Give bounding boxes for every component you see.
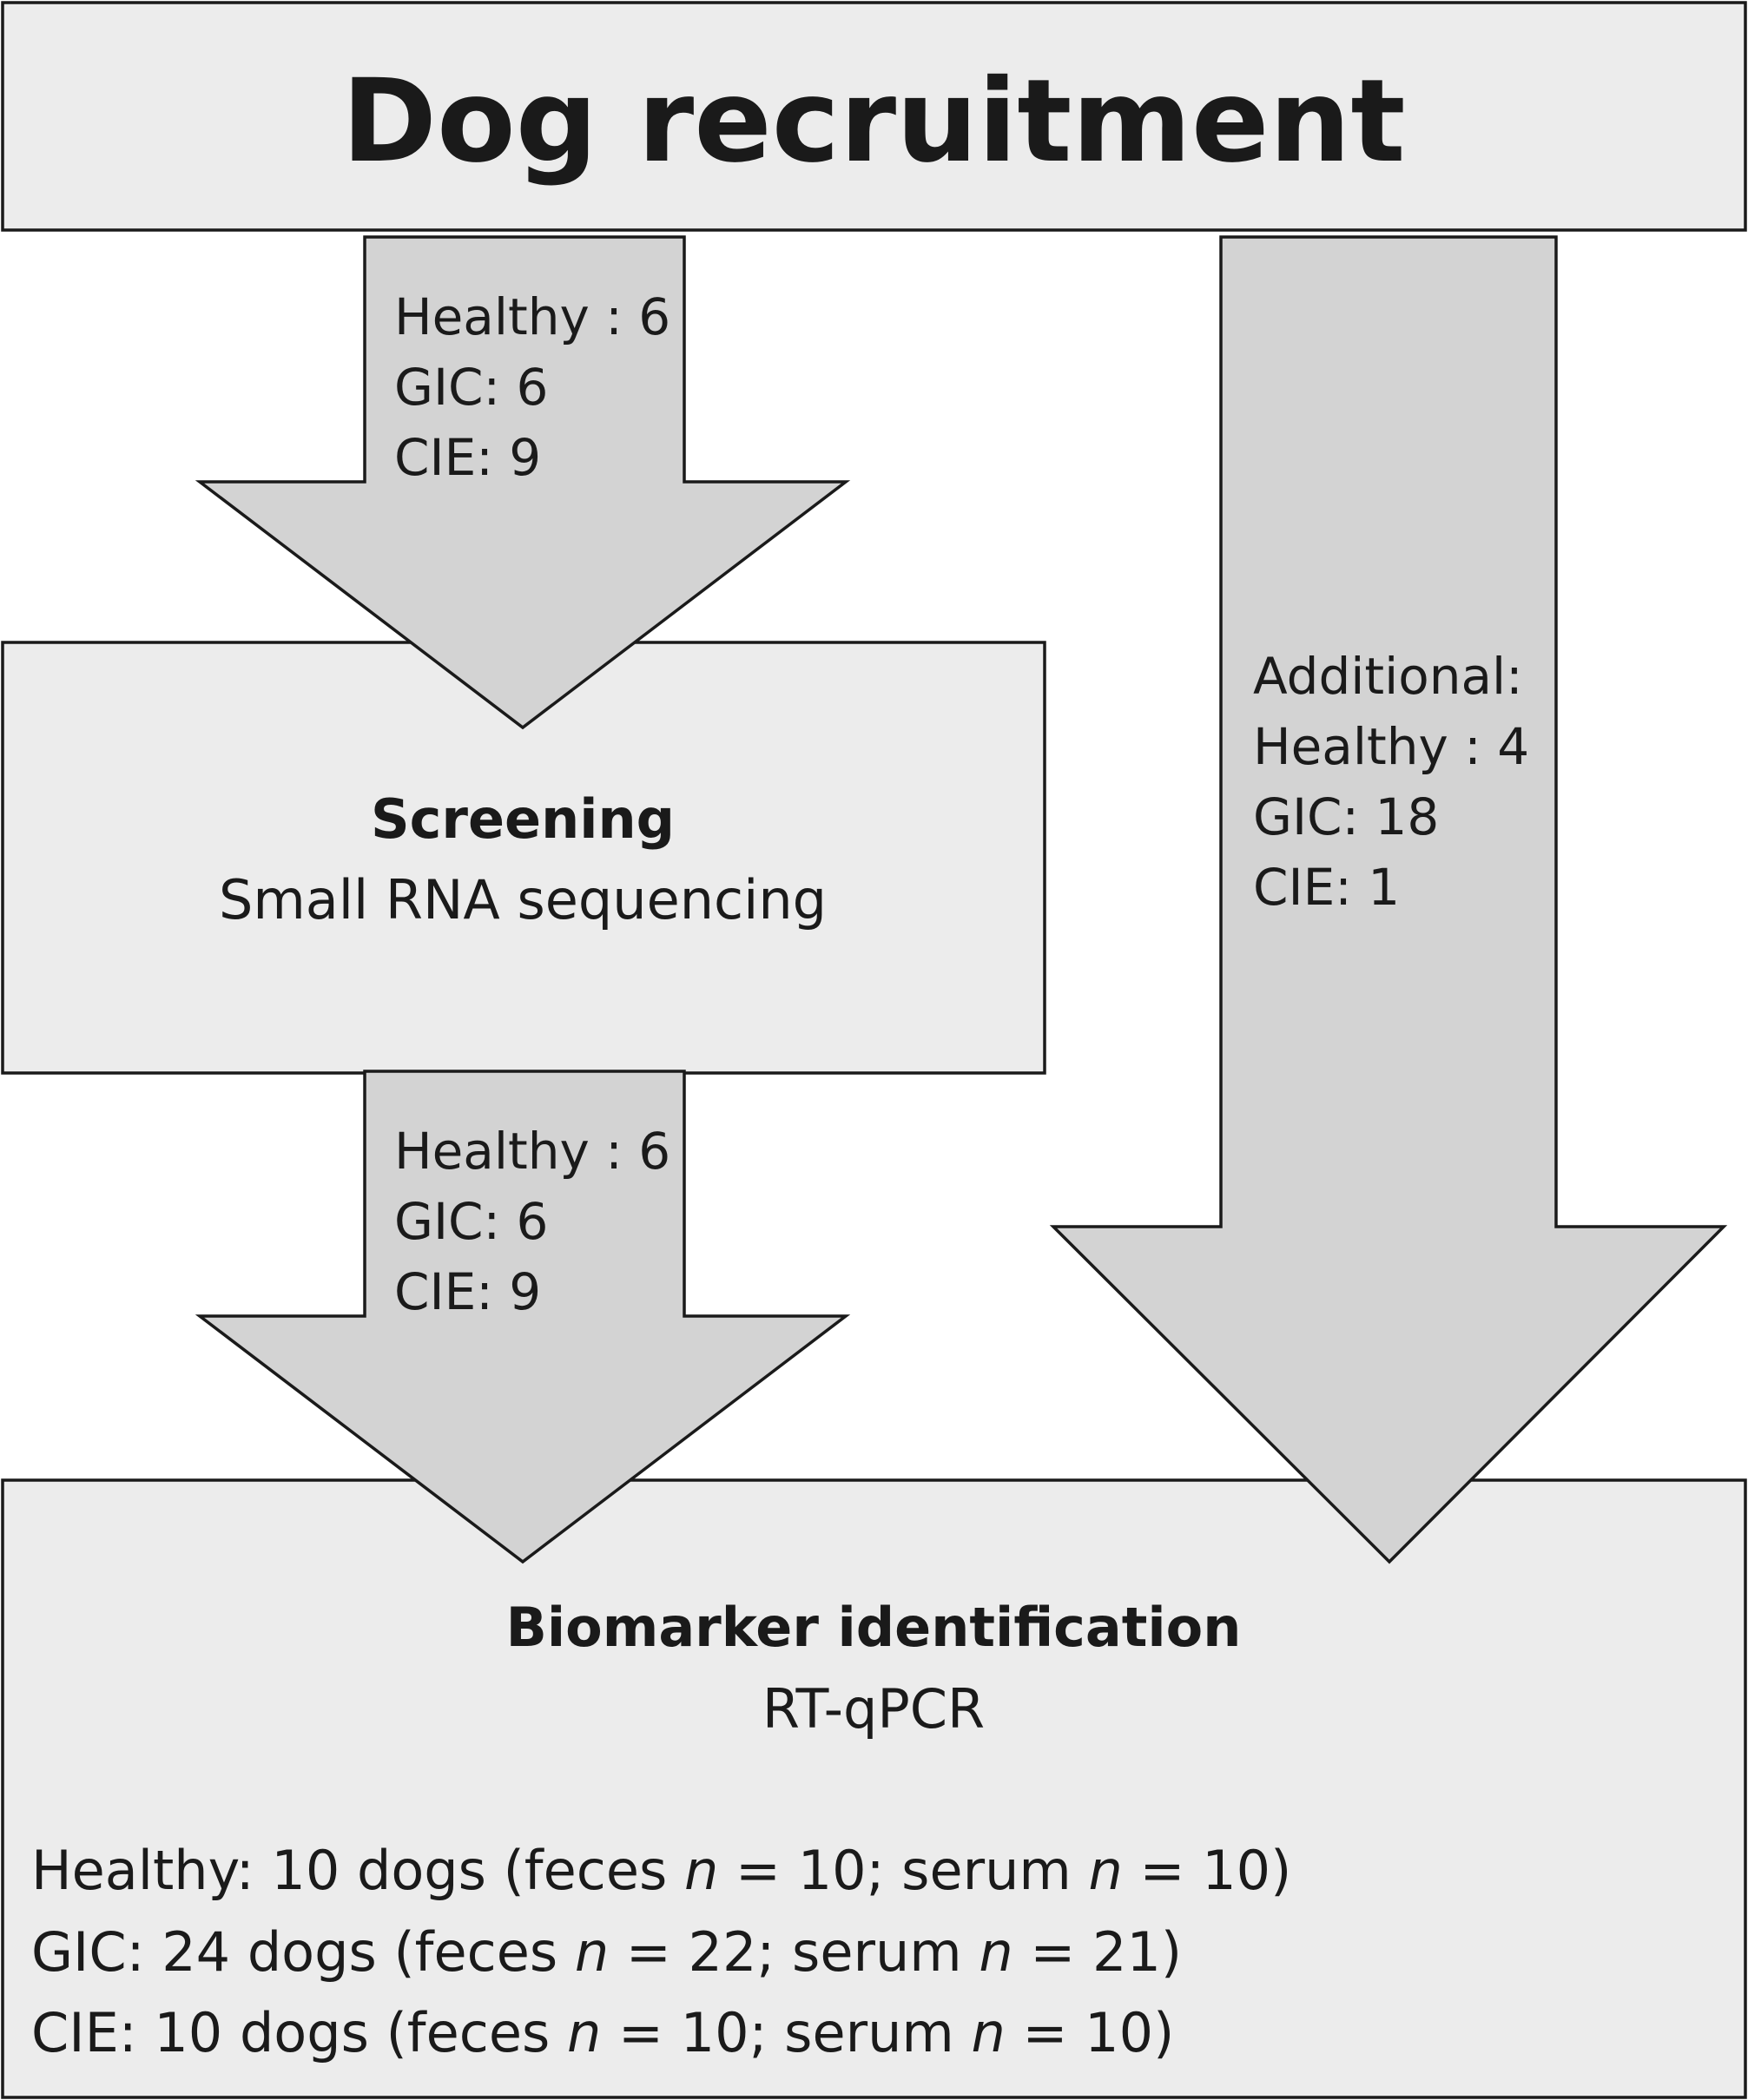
arrow-middle-left-text: Healthy : 6 GIC: 6 CIE: 9 <box>394 1122 687 1321</box>
biomarker-title: Biomarker identification <box>506 1596 1242 1659</box>
biomarker-subtitle: RT-qPCR <box>762 1677 985 1741</box>
arrow-middle-line-2: GIC: 6 <box>394 1192 548 1251</box>
screening-subtitle: Small RNA sequencing <box>219 868 827 932</box>
arrow-middle-line-1: Healthy : 6 <box>394 1122 670 1181</box>
arrow-right-line-3: GIC: 18 <box>1253 787 1439 846</box>
header-box <box>1 1 1747 232</box>
arrow-top-left <box>195 235 851 730</box>
biomarker-row-cie: CIE: 10 dogs (feces n = 10; serum n = 10… <box>31 2001 1174 2064</box>
biomarker-box <box>1 1478 1747 2099</box>
arrow-right <box>1049 235 1728 1564</box>
arrow-top-line-3: CIE: 9 <box>394 428 541 487</box>
header-title: Dog recruitment <box>341 55 1405 188</box>
arrow-middle-line-3: CIE: 9 <box>394 1262 541 1321</box>
arrow-right-line-4: CIE: 1 <box>1253 858 1400 917</box>
arrow-right-line-1: Additional: <box>1253 647 1523 706</box>
biomarker-row-healthy: Healthy: 10 dogs (feces n = 10; serum n … <box>31 1839 1291 1902</box>
arrow-top-line-2: GIC: 6 <box>394 358 548 417</box>
arrow-right-text: Additional: Healthy : 4 GIC: 18 CIE: 1 <box>1253 647 1546 917</box>
arrow-middle-left <box>195 1070 851 1564</box>
arrow-top-line-1: Healthy : 6 <box>394 287 670 346</box>
arrow-top-left-text: Healthy : 6 GIC: 6 CIE: 9 <box>394 287 687 487</box>
screening-title: Screening <box>371 787 675 851</box>
arrow-right-line-2: Healthy : 4 <box>1253 717 1529 776</box>
biomarker-row-gic: GIC: 24 dogs (feces n = 22; serum n = 21… <box>31 1920 1182 1984</box>
